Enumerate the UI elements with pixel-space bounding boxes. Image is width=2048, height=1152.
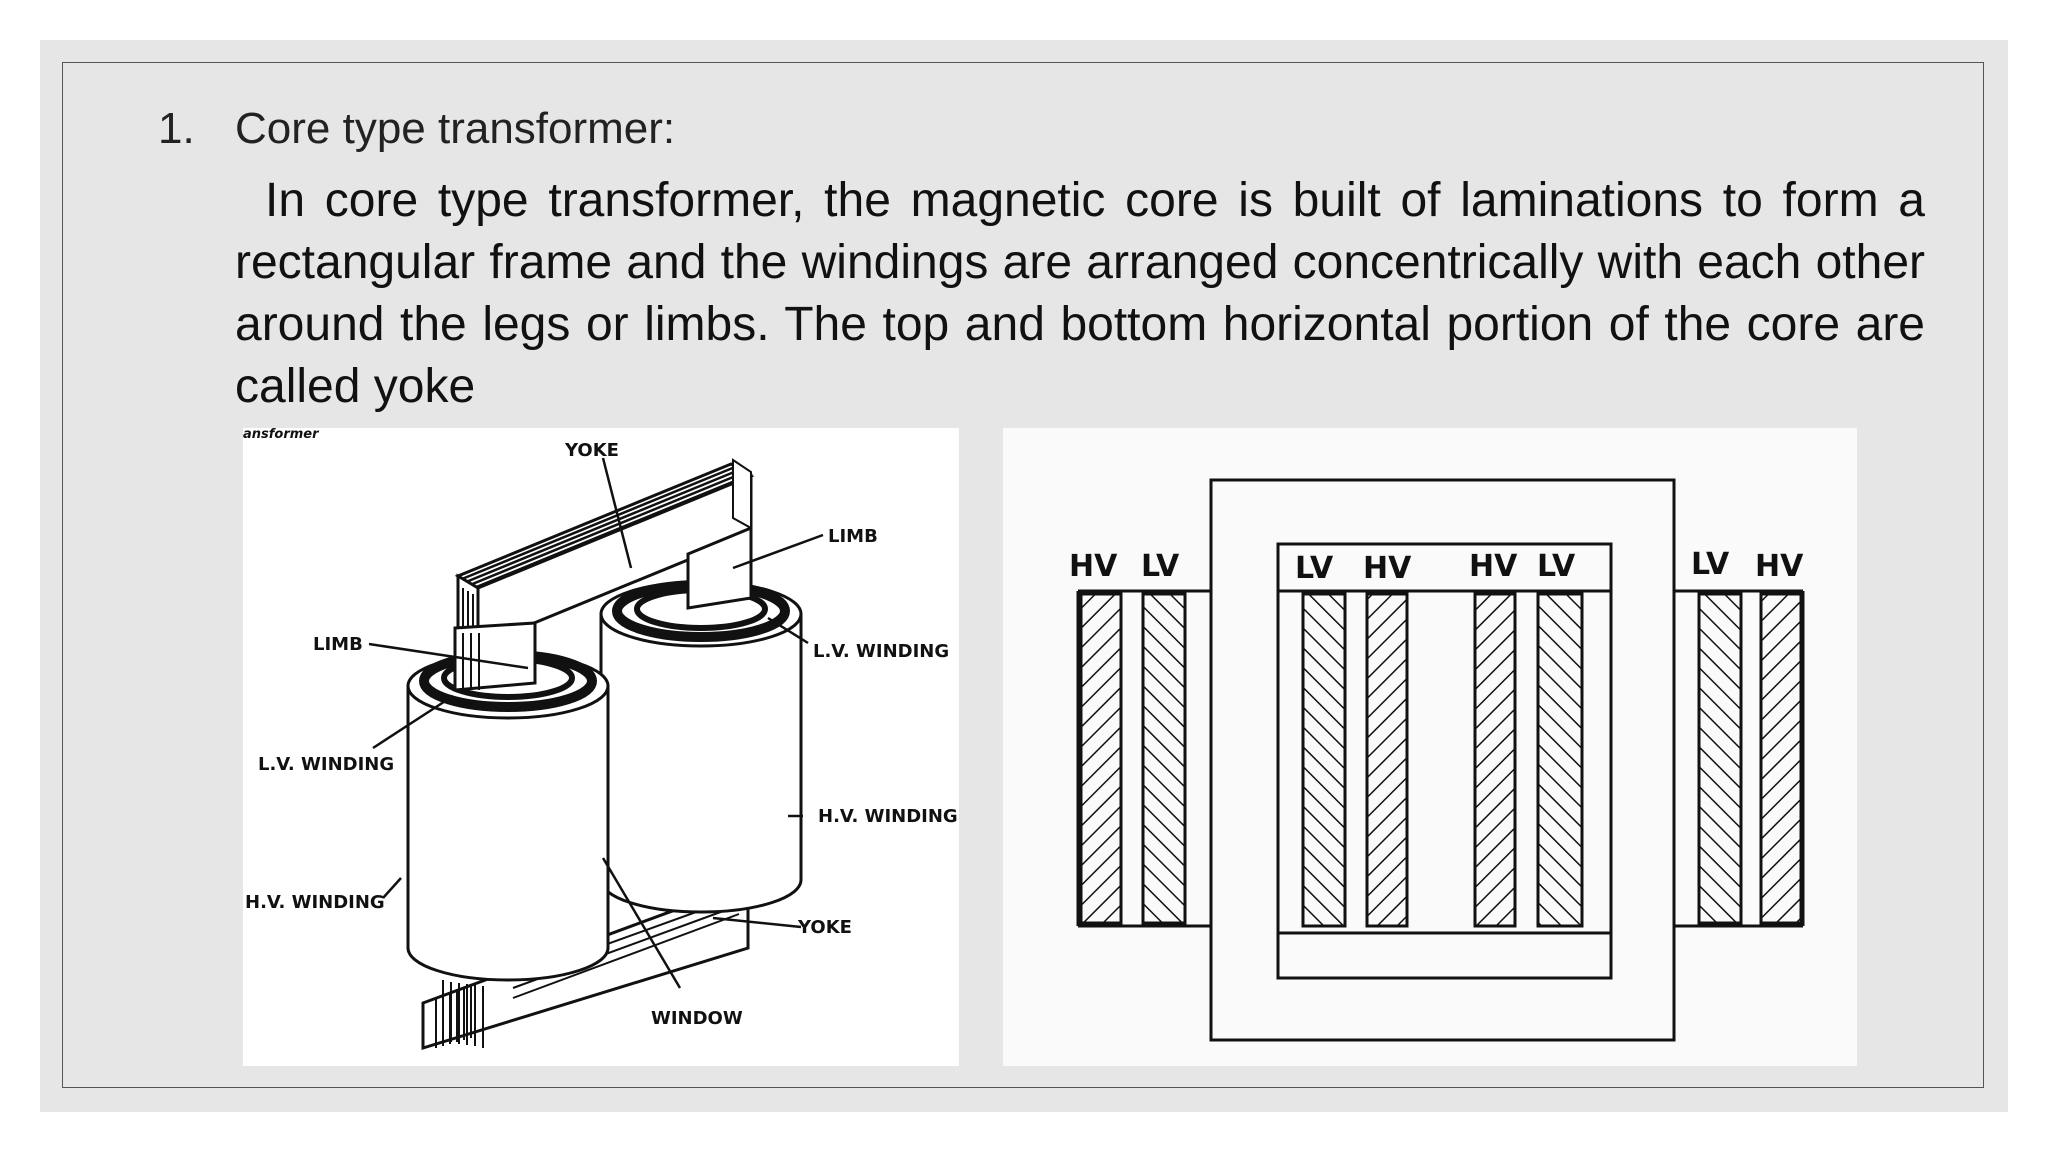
label-limb-left: LIMB <box>313 634 363 655</box>
slide-heading: 1. Core type transformer: <box>158 104 675 154</box>
heading-text: Core type transformer: <box>235 104 676 153</box>
label-lv-winding-left: L.V. WINDING <box>258 754 394 775</box>
core-transformer-section-figure: HV LV LV HV HV LV LV HV <box>1003 428 1857 1066</box>
core-transformer-3d-figure: ansformer YOKE LIMB LIMB L.V. WINDING L.… <box>243 428 959 1066</box>
left-winding-cylinder <box>406 621 610 1048</box>
label-hv-3: HV <box>1469 549 1518 584</box>
label-yoke-top: YOKE <box>564 440 619 461</box>
leader-lines <box>368 457 824 989</box>
label-hv-winding-right: H.V. WINDING <box>818 806 958 827</box>
label-lv-2: LV <box>1295 551 1334 586</box>
label-hv-winding-left: H.V. WINDING <box>245 892 385 913</box>
slide-frame <box>62 62 1984 1088</box>
list-number: 1. <box>158 104 195 153</box>
right-limb-windings <box>1674 589 1805 928</box>
label-lv-3: LV <box>1537 549 1576 584</box>
core-inner-window <box>1276 542 1613 980</box>
crop-caption: ansformer <box>243 428 320 442</box>
inner-left-windings <box>1301 591 1409 928</box>
transformer-3d-drawing: ansformer YOKE LIMB LIMB L.V. WINDING L.… <box>243 428 958 1051</box>
label-yoke-bottom: YOKE <box>797 917 852 938</box>
inner-right-windings <box>1473 591 1584 928</box>
label-limb-right: LIMB <box>828 526 878 547</box>
label-hv-4: HV <box>1755 549 1804 584</box>
description-paragraph: In core type transformer, the magnetic c… <box>235 174 1925 413</box>
winding-section-drawing: HV LV LV HV HV LV LV HV <box>1069 478 1805 1042</box>
label-window: WINDOW <box>651 1008 743 1029</box>
label-lv-4: LV <box>1691 547 1730 582</box>
left-limb-windings <box>1076 589 1211 928</box>
core-outer-outline <box>1209 478 1676 1042</box>
label-hv-1: HV <box>1069 549 1118 584</box>
label-lv-winding-right: L.V. WINDING <box>813 641 949 662</box>
right-winding-cylinder <box>599 580 803 914</box>
label-hv-2: HV <box>1363 551 1412 586</box>
label-lv-1: LV <box>1141 549 1180 584</box>
